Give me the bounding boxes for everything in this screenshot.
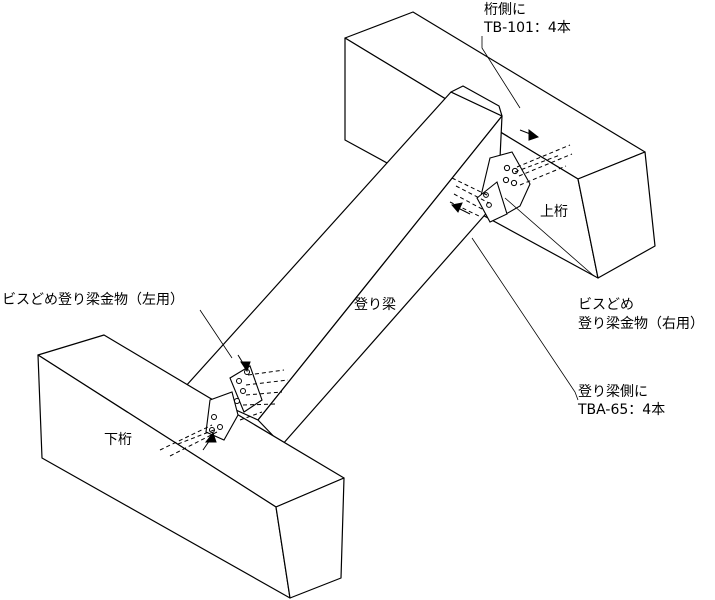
left-callout: ビスどめ登り梁金物（左用） <box>2 292 184 308</box>
left-bracket <box>205 365 263 441</box>
left-screws <box>159 369 289 457</box>
lower-beam-label: 下桁 <box>104 432 132 448</box>
rising-beam-label: 登り梁 <box>354 297 396 313</box>
bottom-callout-line1: 登り梁側に <box>578 384 648 400</box>
upper-beam-label: 上桁 <box>540 204 568 220</box>
right-callout-line1: ビスどめ <box>578 297 634 313</box>
top-callout-line1: 桁側に <box>484 2 526 18</box>
lower-beam <box>37 334 345 599</box>
leader-lines <box>199 36 595 401</box>
right-bracket <box>476 151 531 223</box>
right-callout-line2: 登り梁金物（右用） <box>578 316 704 332</box>
right-screws <box>449 144 573 218</box>
rising-beam <box>184 85 503 446</box>
direction-arrows <box>202 128 540 451</box>
top-callout-line2: TB-101：4本 <box>484 20 571 36</box>
bottom-callout-line2: TBA-65：4本 <box>578 402 666 418</box>
